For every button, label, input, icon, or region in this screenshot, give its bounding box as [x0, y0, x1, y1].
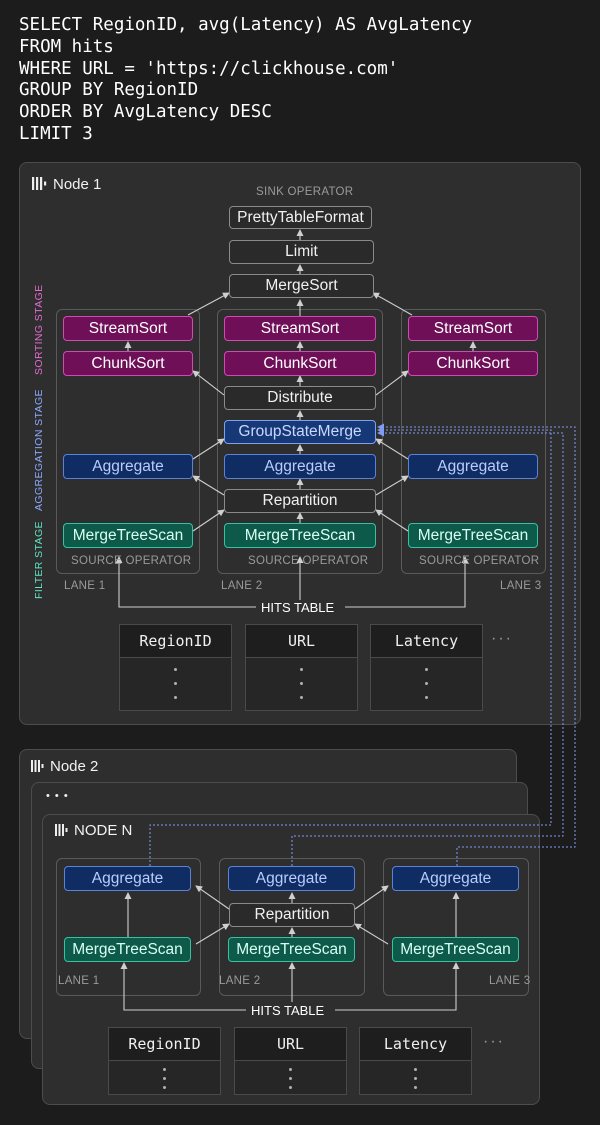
pretty-table-format-op: PrettyTableFormat [229, 206, 372, 229]
chunk-sort-op-lane-3: ChunkSort [408, 351, 538, 376]
node-n-merge-tree-scan-op-lane-2: MergeTreeScan [228, 937, 355, 962]
node-n-merge-tree-scan-op-lane-3: MergeTreeScan [392, 937, 519, 962]
column-header: RegionID [109, 1028, 220, 1061]
node-n-lane-3-label: LANE 3 [489, 975, 531, 987]
column-ellipsis [300, 668, 303, 710]
table-column-regionid: RegionID [119, 624, 232, 711]
lane-3-label: LANE 3 [500, 580, 542, 592]
node-n-lane-2-label: LANE 2 [219, 975, 261, 987]
node-n-table-column-latency: Latency [359, 1027, 472, 1095]
node-n-merge-tree-scan-op-lane-1: MergeTreeScan [64, 937, 191, 962]
sink-operator-label: SINK OPERATOR [256, 186, 354, 198]
hits-table-label: HITS TABLE [256, 600, 340, 615]
column-header: Latency [371, 625, 482, 658]
stream-sort-op-lane-1: StreamSort [63, 316, 193, 341]
node-n-aggregate-op-lane-3: Aggregate [392, 866, 519, 891]
merge-tree-scan-op-lane-3: MergeTreeScan [408, 523, 538, 548]
sorting-stage-label: SORTING STAGE [33, 284, 45, 375]
node-n-label: NODE N [74, 822, 133, 839]
limit-op: Limit [229, 240, 374, 264]
aggregate-op-lane-1: Aggregate [63, 454, 193, 479]
node-n-aggregate-op-lane-2: Aggregate [228, 866, 355, 891]
more-columns-indicator: ··· [491, 630, 513, 647]
sql-query: SELECT RegionID, avg(Latency) AS AvgLate… [19, 15, 472, 146]
sql-line: LIMIT 3 [19, 123, 93, 144]
node-n-aggregate-op-lane-1: Aggregate [64, 866, 191, 891]
node-1-label: Node 1 [53, 176, 102, 193]
node-n-lane-1-label: LANE 1 [58, 975, 100, 987]
sql-line: FROM hits [19, 36, 114, 57]
node-n-title: NODE N [55, 822, 132, 839]
sql-line: GROUP BY RegionID [19, 80, 199, 101]
chunk-sort-op-lane-2: ChunkSort [224, 351, 376, 376]
merge-tree-scan-op-lane-1: MergeTreeScan [63, 523, 193, 548]
node-middle-title: • • • [46, 790, 69, 802]
clickhouse-logo-icon [55, 824, 68, 836]
merge-tree-scan-op-lane-2: MergeTreeScan [224, 523, 376, 548]
sql-line: WHERE URL = 'https://clickhouse.com' [19, 58, 399, 79]
column-header: RegionID [120, 625, 231, 658]
stream-sort-op-lane-3: StreamSort [408, 316, 538, 341]
column-header: URL [235, 1028, 346, 1061]
node-n-table-column-regionid: RegionID [108, 1027, 221, 1095]
node-2-title: Node 2 [31, 758, 98, 775]
clickhouse-logo-icon [31, 760, 44, 772]
source-operator-label-lane-2: SOURCE OPERATOR [248, 555, 369, 567]
clickhouse-logo-icon [32, 177, 47, 190]
node-2-label: Node 2 [50, 758, 99, 775]
sql-line: ORDER BY AvgLatency DESC [19, 102, 272, 123]
merge-sort-op: MergeSort [229, 274, 374, 298]
node-n-table-column-url: URL [234, 1027, 347, 1095]
table-column-url: URL [245, 624, 358, 711]
source-operator-label-lane-3: SOURCE OPERATOR [419, 555, 540, 567]
node-n-repartition-op: Repartition [229, 903, 355, 927]
node-1-title: Node 1 [32, 176, 101, 193]
node-n-more-columns-indicator: ··· [483, 1033, 505, 1050]
table-column-latency: Latency [370, 624, 483, 711]
filter-stage-label: FILTER STAGE [33, 521, 45, 599]
column-ellipsis [174, 668, 177, 710]
column-ellipsis [425, 668, 428, 710]
distribute-op: Distribute [224, 386, 376, 410]
sql-line: SELECT RegionID, avg(Latency) AS AvgLate… [19, 15, 473, 35]
lane-1-label: LANE 1 [64, 580, 106, 592]
aggregation-stage-label: AGGREGATION STAGE [33, 389, 45, 511]
aggregate-op-lane-3: Aggregate [408, 454, 538, 479]
column-ellipsis [414, 1068, 417, 1100]
group-state-merge-op: GroupStateMerge [224, 420, 376, 444]
stream-sort-op-lane-2: StreamSort [224, 316, 376, 341]
lane-2-label: LANE 2 [221, 580, 263, 592]
node-n-hits-table-label: HITS TABLE [246, 1003, 330, 1018]
column-ellipsis [163, 1068, 166, 1100]
chunk-sort-op-lane-1: ChunkSort [63, 351, 193, 376]
source-operator-label-lane-1: SOURCE OPERATOR [71, 555, 192, 567]
column-ellipsis [289, 1068, 292, 1100]
repartition-op: Repartition [224, 489, 376, 513]
column-header: URL [246, 625, 357, 658]
column-header: Latency [360, 1028, 471, 1061]
aggregate-op-lane-2: Aggregate [224, 454, 376, 479]
